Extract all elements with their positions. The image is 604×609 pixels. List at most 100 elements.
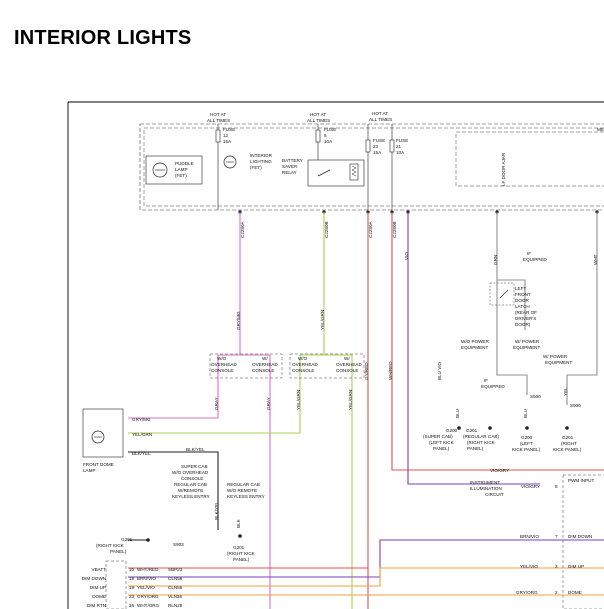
hot-label-2a: HOT AT	[310, 112, 326, 117]
if-equipped-1b: EQUIPPED	[523, 257, 547, 262]
wo-power-1b: EQUIPMENT	[461, 345, 489, 350]
door-ajar-label: LF DOOR AJAR	[501, 152, 506, 186]
lf-door-4: LATCH	[515, 304, 530, 309]
overhead-console-box-2	[289, 353, 365, 379]
sw-row-1-pin: 18	[129, 576, 135, 581]
w-oc1-c: CONSOLE	[252, 368, 274, 373]
sw-row-4-pin: 26	[129, 603, 135, 608]
fuse2-label: FUSE	[324, 127, 336, 132]
right-pin-1-num: 8	[555, 484, 558, 489]
puddle-label-2: LAMP	[175, 167, 188, 172]
hlabel-viogry: VIO/GRY	[490, 468, 509, 473]
bsr-label-2: SAVER	[282, 164, 298, 169]
switch-table: VBATT 10 WHT/RED SBP23 DIM DOWN 18 BRN/V…	[82, 567, 183, 608]
if-equipped-2a: IF	[484, 378, 488, 383]
hot-label-1a: HOT AT	[210, 112, 226, 117]
w-oc2-a: W/	[344, 356, 350, 361]
fuse1-label: FUSE	[223, 127, 235, 132]
sw-row-0-code: SBP23	[168, 567, 183, 572]
fuse1-amp: 15A	[223, 139, 232, 144]
dimmer-module-box	[562, 474, 604, 609]
fuse4-label: FUSE	[396, 138, 408, 143]
g201-left-c: PANEL)	[110, 549, 127, 554]
vlabel-wht: WHT	[593, 254, 598, 265]
puddle-label-1: PUDDLE	[175, 161, 194, 166]
lf-door-6: DRIVER'S	[515, 316, 536, 321]
g201-right-b: (RIGHT	[561, 441, 577, 446]
fuse3-label: FUSE	[373, 138, 385, 143]
sw-row-2-pin: 19	[129, 585, 135, 590]
sw-row-2-code: CLN55	[168, 585, 183, 590]
right-pin-4-label: DOME	[568, 590, 582, 595]
hot-label-1b: ALL TIMES	[207, 118, 230, 123]
w-oc1-a: W/	[262, 356, 268, 361]
vlabel-yel: YEL	[563, 387, 568, 396]
lf-door-1: LEFT	[515, 286, 526, 291]
sw-row-1-name: DIM DOWN	[82, 576, 106, 581]
sw-row-4-wire: WHT/ORG	[137, 603, 160, 608]
g200-left-b: (LEFT	[520, 441, 533, 446]
wo-oc2-a: W/O	[298, 356, 308, 361]
right-pin-4-num: 2	[555, 590, 558, 595]
sw-row-3-wire: GRY/ORG	[137, 594, 159, 599]
super-cab-5: W/REMOTE	[178, 488, 203, 493]
vlabel-yelgrn-3: YEL/GRN	[320, 310, 325, 330]
vlabel-grn: GRN	[493, 255, 498, 265]
front-dome-lamp-symbol	[82, 408, 124, 458]
overhead-console-box-1	[209, 353, 283, 379]
hot-label-3a: HOT AT	[372, 111, 388, 116]
g201-bottom-a: G201	[233, 545, 245, 550]
vlabel-gray-2: GRAY	[266, 397, 271, 410]
wire-label-blkyel-2: BLK/YEL	[186, 447, 205, 452]
super-cab-2: W/O OVERHEAD	[172, 470, 209, 475]
sw-row-3-pin: 23	[129, 594, 135, 599]
conn-c2280b-2: C2280B	[392, 221, 397, 238]
wo-power-2a: W/ POWER	[543, 354, 568, 359]
wire-label-blkyel-1: BLK/YEL	[132, 451, 151, 456]
wo-power-1a: W/O POWER	[461, 339, 489, 344]
fuse4-amp: 10A	[396, 150, 405, 155]
g200-super-c: (LEFT KICK	[429, 440, 455, 445]
if-equipped-1a: IF	[527, 251, 531, 256]
right-pin-4-wire: GRY/ORG	[516, 590, 538, 595]
puddle-label-3: (FET)	[175, 173, 187, 178]
ilfet-label-1: INTERIOR	[250, 153, 273, 158]
sw-row-4-code: RLN28	[168, 603, 183, 608]
page-title: INTERIOR LIGHTS	[14, 27, 192, 49]
wire-white-red	[128, 212, 604, 609]
ilfet-label-3: (FET)	[250, 165, 262, 170]
fuse-box-boundary	[139, 123, 604, 211]
g200-left-a: G200	[521, 435, 533, 440]
super-cab-4: REGULAR CAB	[174, 482, 207, 487]
fuse1-num: 12	[223, 133, 229, 138]
right-pin-2-wire: BRN/VIO	[520, 534, 539, 539]
fuse2-num: 6	[324, 133, 327, 138]
regular-cab-3: KEYLESS ENTRY	[227, 494, 265, 499]
wire-gray-orange	[128, 567, 604, 596]
interior-lighting-fet	[223, 155, 237, 169]
g201-regular-d: PANEL)	[467, 446, 484, 451]
w-oc2-c: CONSOLE	[336, 368, 358, 373]
vlabel-blu-1: BLU	[455, 409, 460, 418]
g201-regular-b: (REGULAR CAB)	[463, 434, 499, 439]
wire-yellow-green	[128, 212, 353, 609]
s903-label: S903	[173, 542, 184, 547]
fuse-box-inner	[143, 127, 604, 207]
regular-cab-1: REGULAR CAB	[227, 482, 260, 487]
front-dome-label-2: LAMP	[83, 468, 96, 473]
conn-c2280a-1: C2280A	[240, 220, 245, 238]
sw-row-1-wire: BRN/VIO	[137, 576, 156, 581]
connector-row	[238, 210, 599, 214]
wire-label-yelgrn: YEL/GRN	[132, 432, 152, 437]
super-cab-3: CONSOLE	[181, 476, 203, 481]
vlabel-whred: WH/RED	[388, 361, 393, 380]
g200-super-a: G200	[446, 428, 458, 433]
conn-c2280b-1: C2280B	[324, 221, 329, 238]
wo-oc1-a: W/O	[217, 356, 227, 361]
sw-row-4-name: DIM RTN	[87, 603, 106, 608]
if-equipped-2b: EQUIPPED	[481, 384, 505, 389]
sw-row-3-code: VLN36	[168, 594, 182, 599]
bsr-label-3: RELAY	[282, 170, 297, 175]
vlabel-blu-2: BLU	[523, 409, 528, 418]
g201-bottom-b: (RIGHT KICK	[227, 551, 256, 556]
